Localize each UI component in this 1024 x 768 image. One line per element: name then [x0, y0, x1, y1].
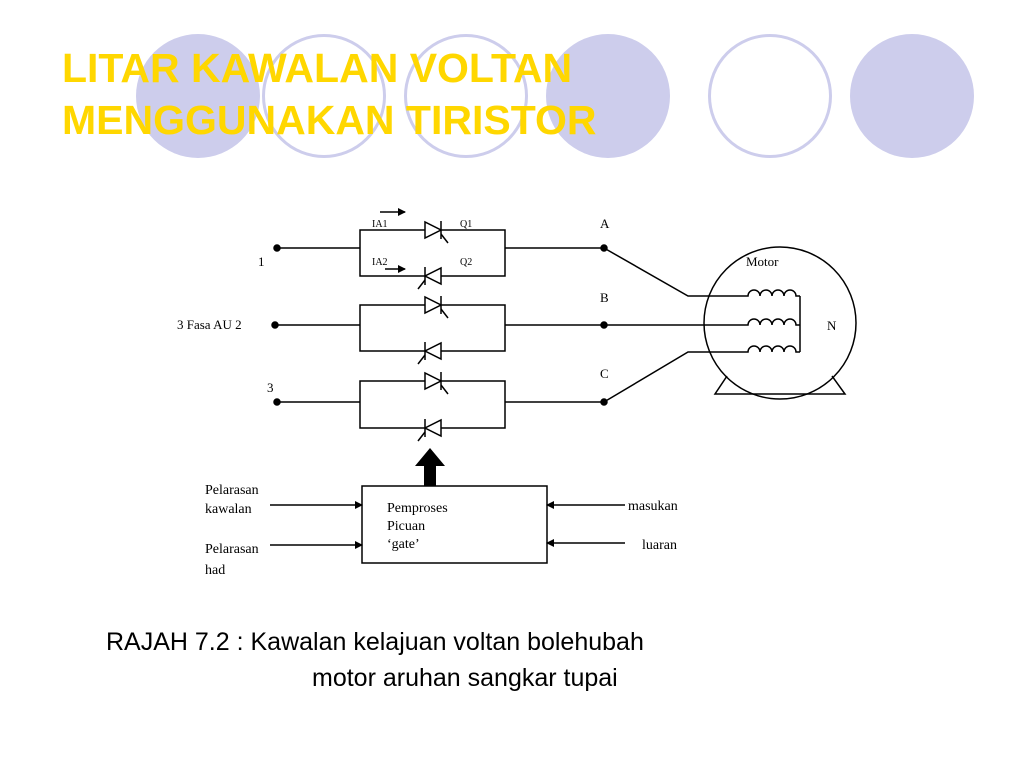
output-label-b: B: [600, 290, 609, 305]
thyristor-q2: [417, 266, 449, 290]
wire-a-to-motor: [603, 247, 738, 297]
gate-signal-arrow: [415, 448, 445, 486]
phase-2-thyristor-pair: [359, 304, 506, 352]
thyristor-label-q2: Q2: [460, 257, 472, 268]
caption-line-1: RAJAH 7.2 : Kawalan kelajuan voltan bole…: [106, 628, 644, 656]
decor-circle-3: [404, 34, 528, 158]
current-label-ia1: IA1: [372, 219, 388, 230]
thyristor-phase-2-forward: [417, 295, 449, 319]
output-label-a: A: [600, 216, 610, 231]
input-label-2: 3 Fasa AU 2: [177, 317, 242, 332]
phase-1-thyristor-pair: [359, 229, 506, 277]
motor-coil-2: [738, 318, 800, 326]
processor-line-2: Picuan: [387, 519, 425, 534]
decor-circle-2: [262, 34, 386, 158]
motor-housing: [703, 246, 857, 400]
thyristor-label-q1: Q1: [460, 219, 472, 230]
left-input-2-line-1: Pelarasan: [205, 542, 259, 557]
motor-base: [713, 375, 847, 395]
caption-line-2: motor aruhan sangkar tupai: [312, 664, 618, 692]
phase-2-terminal: [271, 321, 279, 329]
left-input-1-line-1: Pelarasan: [205, 483, 259, 498]
phase-3-terminal: [273, 398, 281, 406]
input-label-3: 3: [267, 380, 274, 395]
slide-title: LITAR KAWALAN VOLTAN MENGGUNAKAN TIRISTO…: [62, 42, 597, 146]
processor-line-3: ‘gate’: [387, 537, 420, 552]
motor-coil-3: [738, 345, 800, 353]
output-label-c: C: [600, 366, 609, 381]
decor-circle-5: [708, 34, 832, 158]
thyristor-phase-2-reverse: [417, 341, 449, 365]
gate-processor-box: [361, 485, 548, 564]
phase-1-terminal: [273, 244, 281, 252]
thyristor-phase-3-reverse: [417, 418, 449, 442]
slide-title-line-2: MENGGUNAKAN TIRISTOR: [62, 97, 597, 143]
decor-circle-4: [546, 34, 670, 158]
left-input-2-line-2: had: [205, 563, 225, 578]
figure-caption: RAJAH 7.2 : Kawalan kelajuan voltan bole…: [106, 624, 926, 696]
slide-title-line-1: LITAR KAWALAN VOLTAN: [62, 45, 573, 91]
decor-circle-6: [850, 34, 974, 158]
phase-3-thyristor-pair: [359, 380, 506, 429]
motor-label: Motor: [746, 254, 779, 269]
thyristor-phase-3-forward: [417, 371, 449, 395]
right-input-1-label: masukan: [628, 499, 678, 514]
thyristor-q1: [417, 220, 449, 244]
terminal-b: [600, 321, 608, 329]
wire-c-to-motor: [603, 351, 738, 403]
current-label-ia2: IA2: [372, 257, 388, 268]
decor-circle-1: [136, 34, 260, 158]
neutral-label: N: [827, 318, 837, 333]
motor-coil-1: [738, 289, 800, 297]
right-input-2-label: luaran: [642, 538, 677, 553]
left-input-1-line-2: kawalan: [205, 502, 252, 517]
input-label-1: 1: [258, 254, 265, 269]
processor-line-1: Pemproses: [387, 501, 448, 516]
